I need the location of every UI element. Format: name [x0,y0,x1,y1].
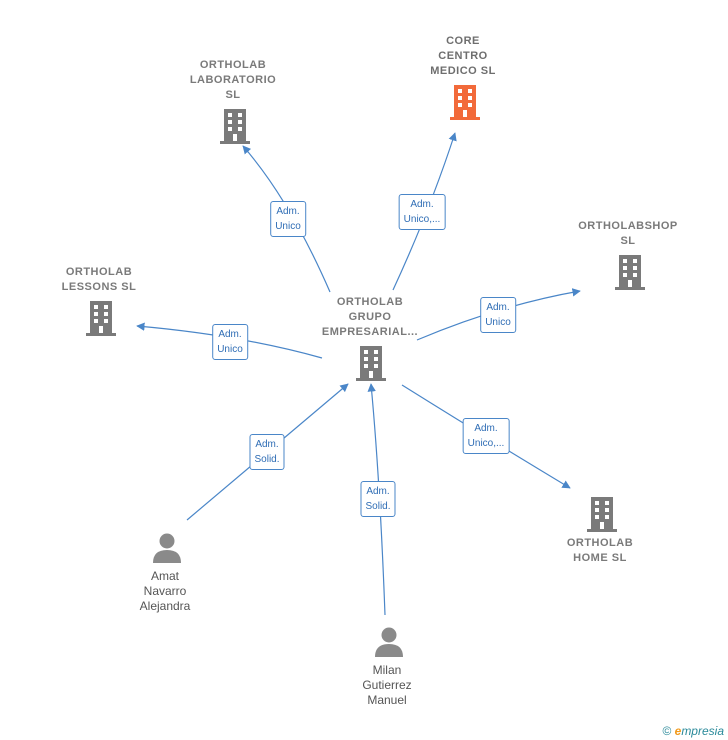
company-label-lessons: ORTHOLAB LESSONS SL [61,266,137,293]
building-icon[interactable] [450,84,480,120]
person-label-milan: Milan Gutierrez Manuel [362,663,412,707]
center-company-label: ORTHOLAB GRUPO EMPRESARIAL... [321,296,419,338]
brand-name: mpresia [681,724,724,738]
edge-label-laboratorio[interactable]: Adm. Unico [270,201,306,237]
company-label-core: CORE CENTRO MEDICO SL [430,35,496,77]
company-label-laboratorio: ORTHOLAB LABORATORIO SL [189,59,277,101]
building-icon[interactable] [220,108,250,144]
person-icon[interactable] [374,626,404,658]
edge-label-shop[interactable]: Adm. Unico [480,297,516,333]
company-label-shop: ORTHOLABSHOP SL [578,220,678,247]
building-icon[interactable] [615,254,645,290]
edge-label-home[interactable]: Adm. Unico,... [462,418,510,454]
brand-logo-initial: e [674,724,682,738]
building-icon[interactable] [356,345,386,381]
edge-label-core[interactable]: Adm. Unico,... [398,194,446,230]
building-icon[interactable] [587,496,617,532]
person-icon[interactable] [152,532,182,564]
company-label-home: ORTHOLAB HOME SL [566,537,634,564]
person-label-amat: Amat Navarro Alejandra [139,569,191,613]
building-icon[interactable] [86,300,116,336]
edge-label-amat[interactable]: Adm. Solid. [249,434,285,470]
edge-label-lessons[interactable]: Adm. Unico [212,324,248,360]
copyright-icon: © [662,724,672,738]
brand-watermark: © empresia [662,724,724,738]
edge-label-milan[interactable]: Adm. Solid. [360,481,396,517]
